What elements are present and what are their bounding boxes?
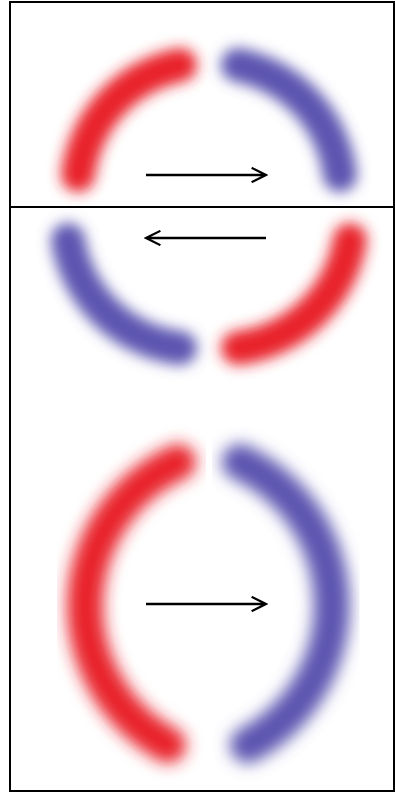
figure-frame (9, 1, 395, 792)
bottom-right-arc (222, 444, 350, 763)
top-left-arc (61, 48, 197, 192)
middle-panel (51, 223, 367, 365)
bottom-left-arc (67, 444, 196, 763)
middle-left-arc (51, 223, 197, 365)
top-panel (61, 48, 357, 192)
middle-right-arc (221, 223, 367, 365)
bottom-panel (67, 444, 350, 763)
top-right-arc (221, 48, 357, 192)
